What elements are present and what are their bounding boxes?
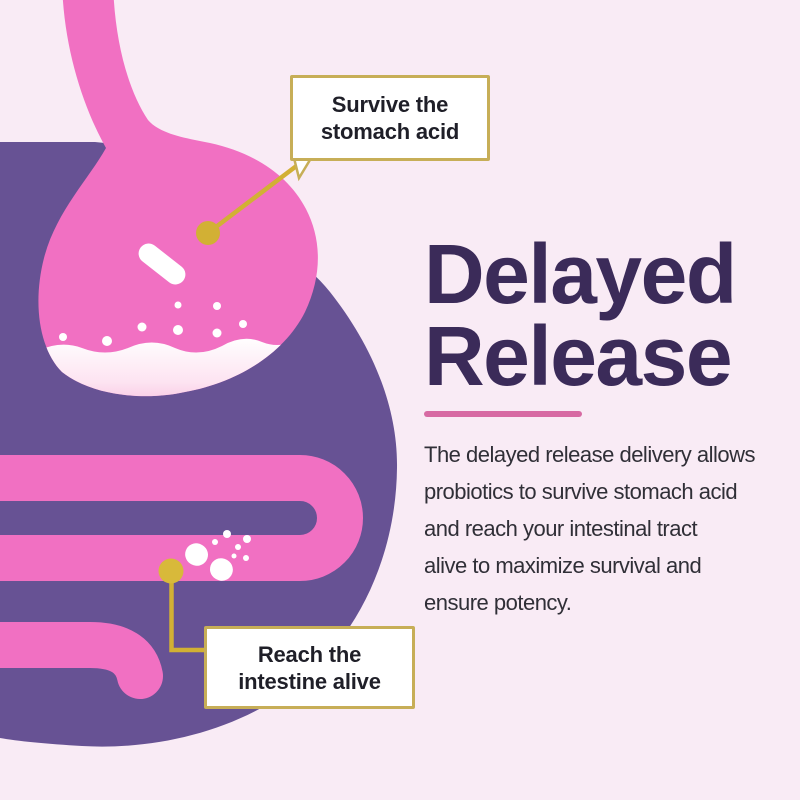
probiotic-sprinkles bbox=[212, 530, 251, 561]
opened-capsule-icon bbox=[185, 530, 251, 581]
callout-survive-stomach-acid: Survive the stomach acid bbox=[290, 75, 490, 161]
callout-survive-label: Survive the stomach acid bbox=[320, 92, 460, 144]
callout-reach-label: Reach the intestine alive bbox=[238, 641, 381, 694]
description-paragraph: The delayed release delivery allows prob… bbox=[424, 442, 756, 615]
stomach-acid-pool bbox=[38, 337, 318, 397]
stomach-connector-line bbox=[206, 162, 301, 235]
acid-bubbles bbox=[59, 301, 247, 346]
intestine-marker-dot bbox=[158, 558, 184, 584]
stomach-icon bbox=[38, 0, 318, 397]
intestine-connector-line bbox=[169, 571, 206, 653]
stomach-marker-dot bbox=[196, 221, 220, 245]
page-title: Delayed Release bbox=[424, 227, 737, 403]
pill-capsule-icon bbox=[138, 243, 186, 285]
callout-reach-intestine: Reach the intestine alive bbox=[204, 626, 415, 709]
intestine-icon bbox=[0, 455, 363, 699]
heading-divider bbox=[424, 411, 582, 417]
